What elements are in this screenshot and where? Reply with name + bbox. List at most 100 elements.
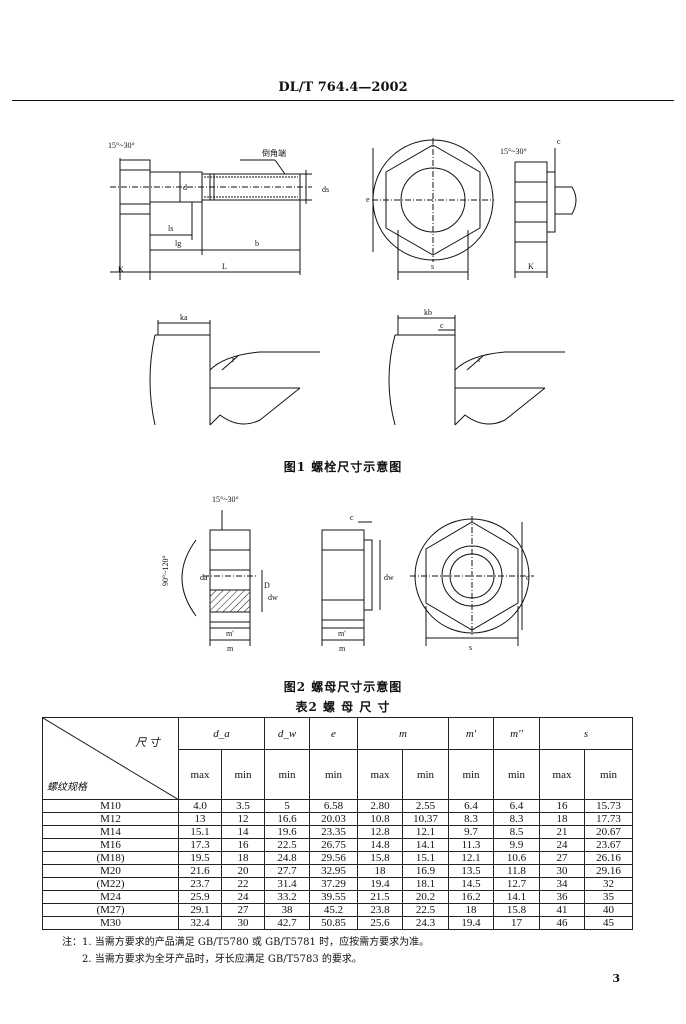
table-cell: 22 [221,877,265,891]
fig1-label-angle: 15°~30° [108,141,135,150]
table-cell: 15.73 [584,799,633,813]
table-cell: 24.3 [402,916,449,930]
fig1-label-ls: ls [168,224,173,233]
table-cell: 2.80 [357,799,403,813]
table-cell: 20.03 [309,812,358,826]
corner-bottom-label: 螺纹规格 [47,782,87,793]
table-cell: 14.1 [402,838,449,852]
col-header-m: m [357,717,449,750]
bolt-head-side-view [514,148,577,278]
table-cell: 23.7 [178,877,222,891]
table-cell: 41 [539,903,585,917]
table-cell: 6.4 [493,799,540,813]
table-cell: 10.37 [402,812,449,826]
fig2-label-dw2: dw [384,573,394,582]
table-cell: 10.8 [357,812,403,826]
table-cell: 25.6 [357,916,403,930]
fig1-label-r2: r [478,355,481,364]
note-1: 注：1. 当需方要求的产品满足 GB/T5780 或 GB/T5781 时，应按… [62,937,430,948]
table-cell: 23.8 [357,903,403,917]
fig2-label-angle: 15°~30° [212,495,239,504]
table-cell: 13.5 [448,864,494,878]
table-cell: 39.55 [309,890,358,904]
subheader: min [402,749,449,800]
subheader: min [264,749,310,800]
subheader: min [584,749,633,800]
row-spec: M30 [42,916,179,930]
fig1-label-K2: K [528,262,534,271]
row-spec: M16 [42,838,179,852]
table-cell: 18 [448,903,494,917]
table-cell: 8.5 [493,825,540,839]
col-header-e: e [309,717,358,750]
table-cell: 30 [539,864,585,878]
table-cell: 18 [539,812,585,826]
table-cell: 22.5 [264,838,310,852]
fig2-label-e: e [526,573,530,582]
table-cell: 40 [584,903,633,917]
row-spec: M12 [42,812,179,826]
table-cell: 19.4 [357,877,403,891]
fig1-label-c: c [557,137,561,146]
subheader: min [309,749,358,800]
fig2-label-c: c [350,513,354,522]
table-cell: 24.8 [264,851,310,865]
table-cell: 15.1 [402,851,449,865]
figure-1-bolt-diagram: 15°~30° 倒角端 d ds ls lg b L K e s 15°~30°… [108,137,577,426]
subheader: min [493,749,540,800]
col-header-s: s [539,717,633,750]
table-cell: 12.8 [357,825,403,839]
header-rule [12,100,674,101]
row-spec: M10 [42,799,179,813]
fig2-label-m: m [227,644,234,653]
bolt-fillet-detail-b [388,315,565,426]
col-header-da: d_a [178,717,265,750]
table-cell: 14.1 [493,890,540,904]
fig1-label-chamfer: 倒角端 [262,148,286,158]
fig1-label-b: b [255,239,259,248]
table-cell: 32 [584,877,633,891]
bolt-fillet-detail-a [149,320,320,426]
table-cell: 16 [221,838,265,852]
fig1-label-d: d [183,183,187,192]
fig1-label-c2: c [440,321,444,330]
fig1-label-kb: kb [424,308,432,317]
subheader: max [178,749,222,800]
fig2-label-m3: m [339,644,346,653]
note-2: 2. 当需方要求为全牙产品时，牙长应满足 GB/T5783 的要求。 [82,954,362,965]
table-cell: 20 [221,864,265,878]
table-cell: 17.73 [584,812,633,826]
table-cell: 12.7 [493,877,540,891]
table-cell: 9.7 [448,825,494,839]
col-header-m2: m'' [493,717,540,750]
fig2-label-angle2: 90°~120° [161,555,170,586]
table-cell: 16.2 [448,890,494,904]
col-header-dw: d_w [264,717,310,750]
table-cell: 16.6 [264,812,310,826]
subheader: min [221,749,265,800]
row-spec: M24 [42,890,179,904]
col-header-m1: m' [448,717,494,750]
table-cell: 27.7 [264,864,310,878]
table-cell: 19.5 [178,851,222,865]
table-cell: 2.55 [402,799,449,813]
fig2-label-m2: m' [338,629,346,638]
table-cell: 27 [221,903,265,917]
row-spec: (M18) [42,851,179,865]
table-cell: 31.4 [264,877,310,891]
table-cell: 30 [221,916,265,930]
corner-diagonal [43,718,179,800]
table-cell: 12 [221,812,265,826]
document-header: DL/T 764.4—2002 [278,80,408,95]
table-cell: 17.3 [178,838,222,852]
table-cell: 19.6 [264,825,310,839]
table-cell: 26.75 [309,838,358,852]
table-cell: 21.6 [178,864,222,878]
table-cell: 24 [539,838,585,852]
figure-2-nut-diagram: 15°~30° 90°~120° da D dw m' m c dw m' m … [161,495,534,653]
nut-side-view [321,521,381,646]
